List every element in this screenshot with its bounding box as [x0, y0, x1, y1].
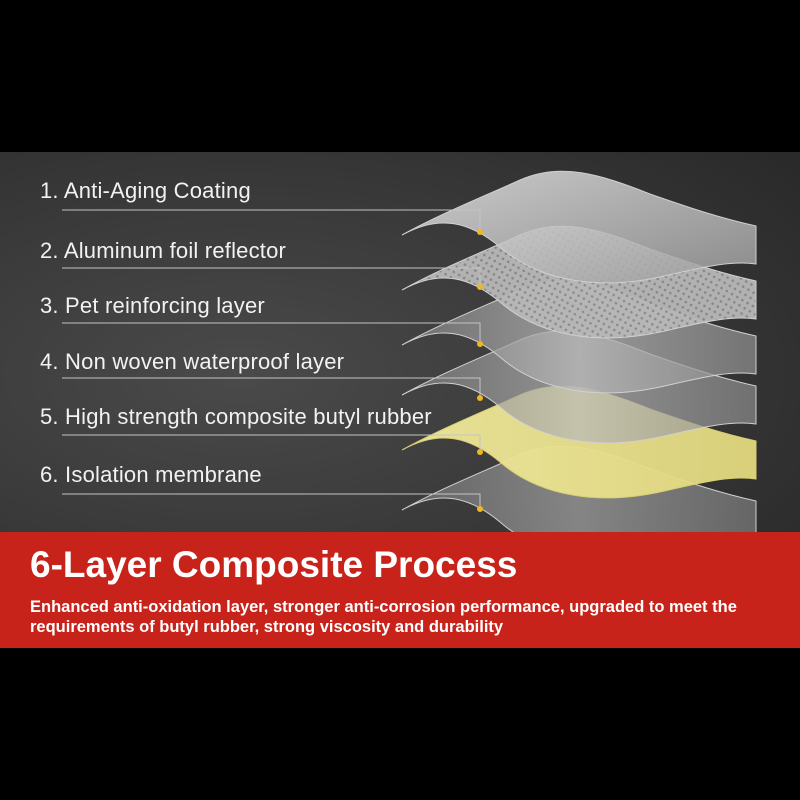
layer-sheet-1 [401, 170, 757, 284]
layer-label-3: 3. Pet reinforcing layer [40, 293, 265, 318]
leader-dot-2 [477, 284, 483, 290]
leader-line-6 [62, 493, 481, 509]
leader-line-3 [62, 322, 481, 344]
layer-label-2: 2. Aluminum foil reflector [40, 238, 287, 263]
leader-dot-4 [477, 395, 483, 401]
layer-label-4: 4. Non woven waterproof layer [40, 349, 345, 374]
leader-dot-1 [477, 229, 483, 235]
banner-title: 6-Layer Composite Process [30, 544, 518, 585]
layer-sheets-illustration [62, 170, 757, 559]
leader-line-2 [62, 267, 481, 287]
leader-line-1 [62, 209, 481, 232]
leader-dot-5 [477, 449, 483, 455]
layer-label-6: 6. Isolation membrane [40, 462, 262, 487]
leader-dot-6 [477, 506, 483, 512]
leader-line-5 [62, 434, 481, 452]
leader-line-4 [62, 377, 481, 398]
layer-label-1: 1. Anti-Aging Coating [40, 178, 251, 203]
layer-label-5: 5. High strength composite butyl rubber [40, 404, 432, 429]
title-banner: 6-Layer Composite Process Enhanced anti-… [0, 532, 800, 648]
leader-dot-3 [477, 341, 483, 347]
banner-subtitle: Enhanced anti-oxidation layer, stronger … [30, 598, 737, 636]
